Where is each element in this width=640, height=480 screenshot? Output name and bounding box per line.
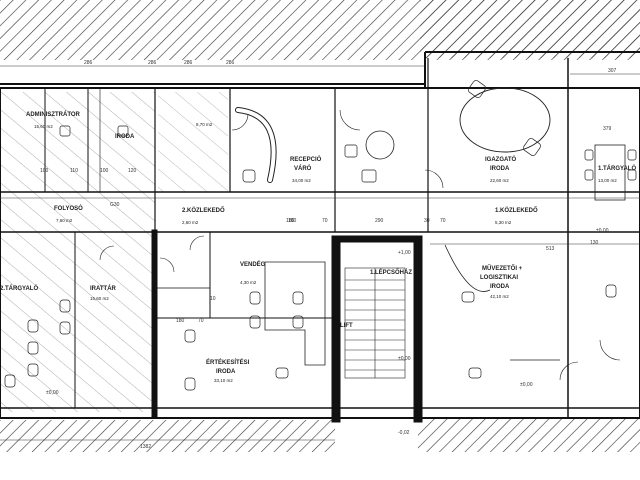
room-ertekesitesi-2: IRODA	[216, 369, 236, 375]
room-kozlekedo1: 1.KÖZLEKEDŐ	[495, 207, 538, 214]
room-iroda-small-area: 8,70 m2	[196, 122, 213, 127]
room-iroda-small: IRODA	[115, 134, 135, 140]
level-2: ±0,00	[398, 356, 411, 362]
left-diag-hatch-2	[158, 92, 228, 192]
dim-top-4: 286	[226, 60, 235, 66]
dim-row1-4: 120	[128, 168, 137, 174]
level-3: ±0,00	[520, 382, 533, 388]
room-recepcio-2: VÁRÓ	[294, 164, 312, 172]
room-recepcio-area: 34,00 m2	[292, 178, 311, 183]
dim-row1-9: 70	[440, 218, 446, 224]
room-irattar-area: 15,60 m2	[90, 296, 109, 301]
room-targyalo-right-area: 13,00 m2	[598, 178, 617, 183]
room-muvezetoi-2: LOGISZTIKAI	[480, 275, 518, 281]
reception-desk	[235, 107, 277, 183]
level-4: ±0,00	[596, 228, 609, 234]
bottom-strip	[0, 452, 640, 480]
room-ertekesitesi-area: 33,10 m2	[214, 378, 233, 383]
dim-row1-10: 130	[590, 240, 599, 246]
staircase	[344, 267, 406, 379]
dim-row1-11: 379	[603, 126, 612, 132]
room-vendeg-area: 4,30 m2	[240, 280, 257, 285]
dim-top-2: 286	[148, 60, 157, 66]
room-vendeg: VENDÉG	[240, 260, 266, 268]
level-1: ±0,00	[46, 390, 59, 396]
dim-row1-8: 30	[424, 218, 430, 224]
room-folyoso: FOLYOSÓ	[54, 204, 83, 212]
walls	[0, 51, 640, 423]
reception-desk-inner	[236, 108, 276, 182]
room-lift: LIFT	[340, 323, 353, 329]
room-muvezetoi-3: IRODA	[490, 284, 510, 290]
misc-180: 180	[286, 218, 295, 224]
dimension-labels: 286 286 286 286 307 100 110 100 120 180 …	[40, 60, 617, 450]
dim-bottom-1: 1382	[140, 444, 151, 450]
top-hatch-right	[420, 0, 640, 58]
dim-row1-2: 110	[70, 168, 78, 174]
misc-10: 10	[210, 296, 216, 302]
room-labels: ADMINISZTRÁTOR 15,60 m2 IRODA 8,70 m2 RE…	[0, 111, 636, 383]
dim-row1-3: 100	[100, 168, 109, 174]
logistics-desk	[444, 244, 560, 361]
room-recepcio: RECEPCIÓ	[290, 155, 322, 163]
misc-180b: 180	[176, 318, 185, 324]
bottom-hatch-left	[0, 420, 335, 452]
door-swings	[99, 109, 621, 381]
dim-top-3: 286	[184, 60, 193, 66]
room-ertekesitesi: ÉRTÉKESÍTÉSI	[206, 358, 250, 366]
dim-row1-1: 100	[40, 168, 49, 174]
dimension-lines	[0, 65, 640, 441]
level-6: -0,02	[398, 430, 410, 436]
dim-row2-1: 513	[546, 246, 555, 252]
sales-desk	[264, 261, 326, 366]
room-lepcsohaz: 1.LÉPCSŐHÁZ	[370, 268, 412, 276]
room-kozlekedo1-area: 5,30 m2	[495, 220, 512, 225]
room-targyalo-left: 2.TÁRGYALÓ	[0, 284, 38, 292]
left-diag-hatch	[0, 92, 155, 412]
dim-row1-5: 180	[288, 218, 297, 224]
room-muvezetoi: MŰVEZETŐI +	[482, 265, 523, 272]
room-muvezetoi-area: 42,10 m2	[490, 294, 509, 299]
dim-top-5: 307	[608, 68, 617, 74]
room-adminisztrator-area: 15,60 m2	[34, 124, 53, 129]
round-table	[365, 130, 395, 160]
dim-top-1: 286	[84, 60, 93, 66]
dim-row1-7: 290	[375, 218, 384, 224]
room-adminisztrator: ADMINISZTRÁTOR	[26, 111, 81, 118]
misc-70: 70	[198, 318, 204, 324]
room-igazgato-area: 22,60 m2	[490, 178, 509, 183]
room-igazgato-2: IRODA	[490, 166, 510, 172]
room-irattar: IRATTÁR	[90, 285, 117, 292]
dim-row1-6: 70	[322, 218, 328, 224]
level-5: +1,00	[398, 250, 411, 256]
director-table	[459, 87, 551, 153]
misc-g30: G30	[110, 202, 120, 208]
room-targyalo-right: 1.TÁRGYALÓ	[598, 164, 636, 172]
room-kozlekedo2-area: 2,60 m2	[182, 220, 199, 225]
chairs	[4, 80, 637, 391]
room-kozlekedo2: 2.KÖZLEKEDŐ	[182, 207, 225, 214]
room-igazgato: IGAZGATÓ	[485, 155, 517, 163]
meeting-table-right	[594, 144, 626, 201]
room-folyoso-area: 7,60 m2	[56, 218, 73, 223]
